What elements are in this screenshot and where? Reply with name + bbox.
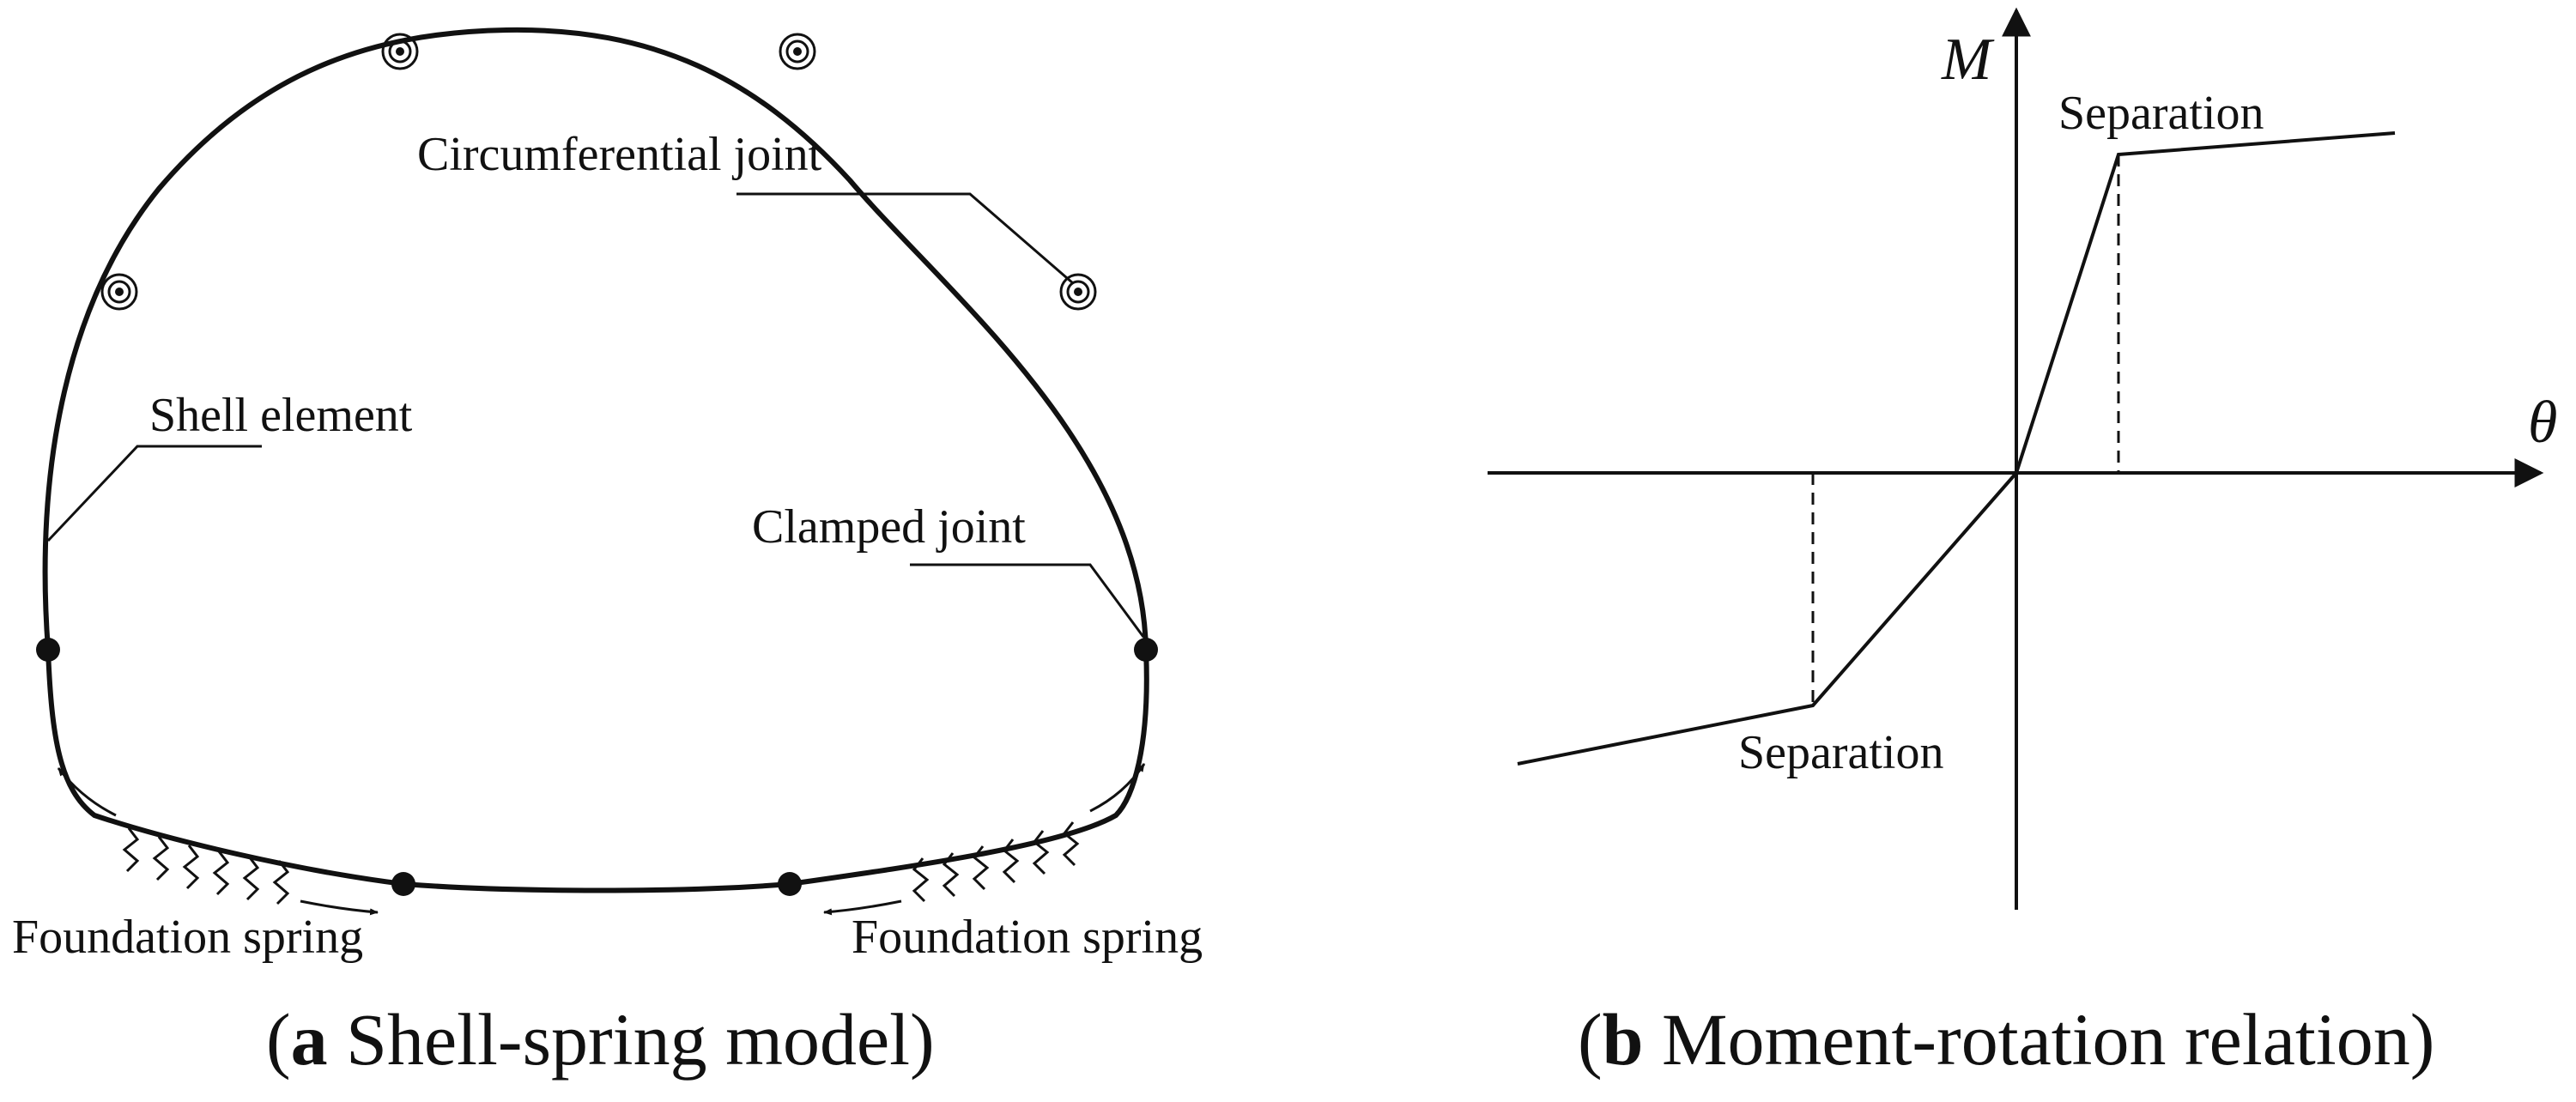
label-separation-upper: Separation	[2058, 87, 2264, 140]
arrow-right-upper	[1089, 763, 1146, 813]
moment-rotation-curve-positive	[2015, 131, 2396, 474]
label-clamped-joint: Clamped joint	[752, 500, 1026, 554]
clamped-joint-dot	[778, 872, 802, 896]
clamped-joint-dot	[1134, 638, 1158, 662]
caption-a: (a Shell-spring model)	[266, 998, 935, 1081]
moment-rotation-curve-negative	[1517, 471, 2018, 766]
x-axis-label: θ	[2528, 390, 2557, 456]
y-axis-label: M	[1941, 27, 1995, 93]
clamped-joint-dot	[391, 872, 415, 896]
arrow-left-upper	[57, 767, 117, 817]
caption-b-letter: b	[1603, 998, 1644, 1081]
circumferential-joint-icon	[779, 33, 816, 70]
label-circumferential-joint: Circumferential joint	[417, 128, 822, 181]
label-foundation-spring-right: Foundation spring	[852, 911, 1203, 964]
caption-a-letter: a	[291, 998, 328, 1081]
caption-a-text: Shell-spring model	[328, 998, 910, 1081]
leader-clamped-joint	[910, 563, 1145, 638]
arrow-left-lower	[300, 899, 379, 916]
caption-b-text: Moment-rotation relation	[1643, 998, 2409, 1081]
foundation-springs-left	[122, 827, 290, 905]
arrow-right-lower	[823, 899, 902, 916]
circumferential-joint-icon	[100, 273, 138, 311]
label-shell-element: Shell element	[149, 389, 413, 442]
panel-a: Circumferential joint Shell element Clam…	[12, 27, 1203, 1081]
leader-shell-element	[46, 445, 262, 542]
caption-b: (b Moment-rotation relation)	[1578, 998, 2434, 1081]
panel-b: M θ Separation Separation (b Moment-rota…	[1488, 7, 2557, 1081]
label-foundation-spring-left: Foundation spring	[12, 911, 363, 964]
foundation-springs-right	[912, 821, 1080, 903]
leader-circumferential-joint	[736, 192, 1074, 285]
clamped-joint-dot	[36, 638, 60, 662]
circumferential-joint-icon	[1059, 273, 1097, 311]
circumferential-joint-icon	[381, 33, 419, 70]
label-separation-lower: Separation	[1738, 726, 1943, 779]
